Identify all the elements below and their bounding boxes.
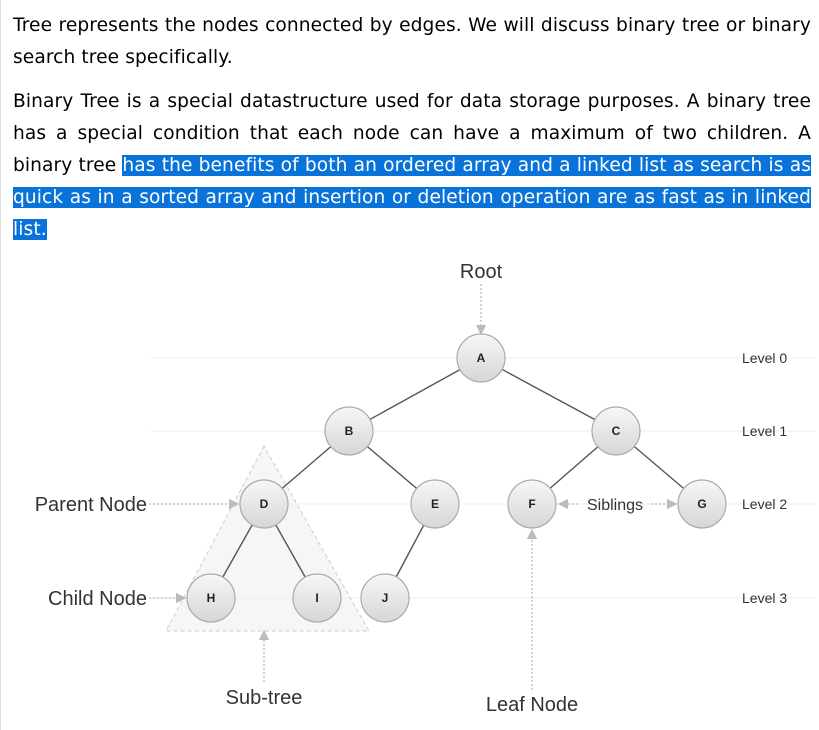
tree-node-f: F [507, 479, 557, 529]
annotation-arrows [149, 284, 678, 690]
leaf-node-label: Leaf Node [486, 694, 578, 716]
siblings-label: Siblings [587, 497, 643, 514]
node-label: H [207, 591, 216, 605]
root-label: Root [460, 261, 503, 283]
intro-paragraph: Tree represents the nodes connected by e… [13, 15, 811, 68]
tree-node-j: J [360, 573, 410, 623]
binary-tree-paragraph: Binary Tree is a special datastructure u… [13, 86, 811, 246]
node-label: C [612, 424, 621, 438]
tree-node-a: A [456, 333, 506, 383]
tree-node-b: B [324, 406, 374, 456]
parent-node-label: Parent Node [35, 494, 147, 516]
node-label: G [697, 497, 706, 511]
level-1-label: Level 1 [742, 423, 787, 439]
paragraph-text: Binary Tree is a special datastructure u… [13, 91, 811, 176]
node-label: I [315, 591, 318, 605]
selected-text[interactable]: has the benefits of both an ordered arra… [13, 155, 811, 240]
node-label: E [431, 497, 439, 511]
node-label: A [477, 351, 486, 365]
node-label: D [260, 497, 269, 511]
level-3-label: Level 3 [742, 590, 787, 606]
child-node-label: Child Node [48, 588, 147, 610]
level-2-label: Level 2 [742, 496, 787, 512]
tree-node-g: G [677, 479, 727, 529]
node-label: J [382, 591, 389, 605]
tree-node-e: E [410, 479, 460, 529]
node-label: B [345, 424, 354, 438]
binary-tree-diagram: A B C D E F G H [35, 261, 816, 716]
tree-node-h: H [186, 573, 236, 623]
tree-node-i: I [292, 573, 342, 623]
tree-node-c: C [591, 406, 641, 456]
node-label: F [528, 497, 535, 511]
level-0-label: Level 0 [742, 350, 787, 366]
subtree-label: Sub-tree [226, 687, 303, 709]
tree-node-d: D [239, 479, 289, 529]
